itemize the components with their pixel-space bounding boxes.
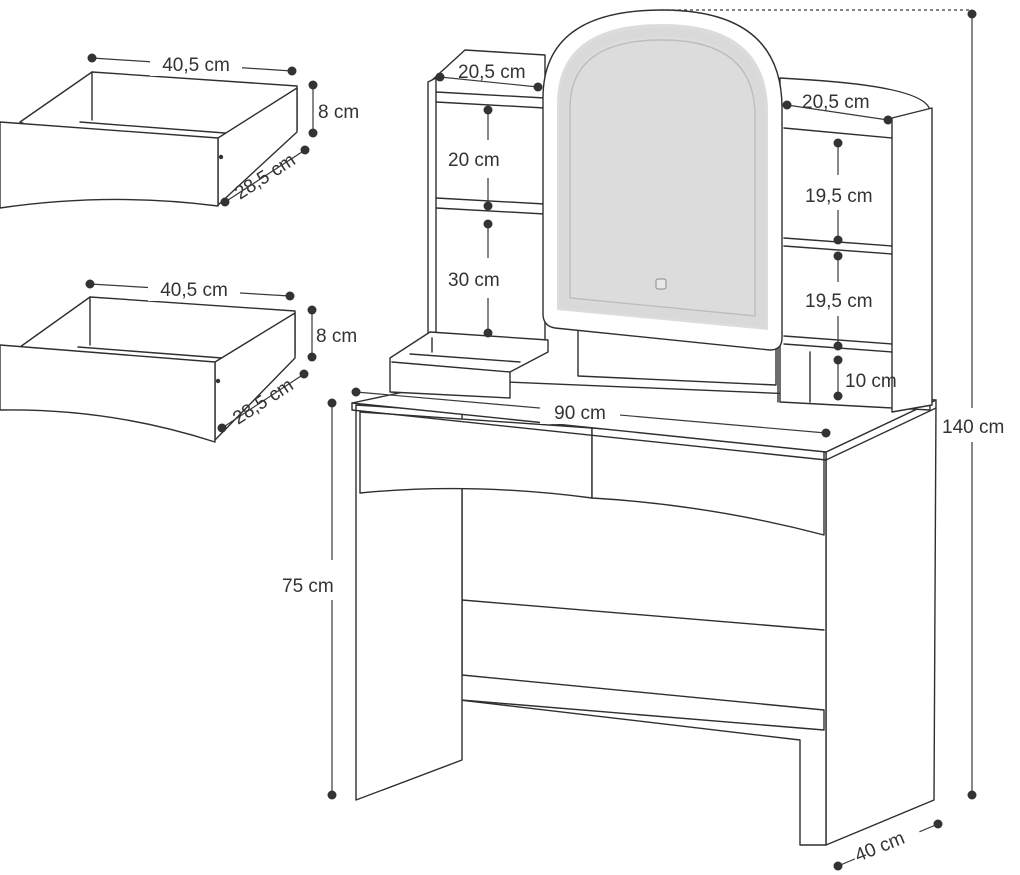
dim-dot bbox=[85, 279, 95, 289]
drawer-bottom-inner-line bbox=[77, 296, 236, 360]
vanity-dimensions: 20,5 cm 20,5 cm 20 cm 30 cm 19,5 cm 19,5… bbox=[282, 9, 1004, 871]
dim-dot bbox=[300, 145, 310, 155]
drawer-top-front bbox=[0, 121, 219, 209]
touch-sensor-icon bbox=[655, 278, 667, 290]
right-shelf-side bbox=[891, 107, 933, 413]
left-shelf-tray-inner bbox=[391, 337, 521, 373]
dim-dot bbox=[833, 251, 843, 261]
dim-dot bbox=[327, 398, 337, 408]
left-shelf-side bbox=[424, 77, 437, 349]
drawer-top-width-label: 40,5 cm bbox=[162, 55, 230, 76]
dim-dot bbox=[483, 201, 493, 211]
dim-dot bbox=[833, 355, 843, 365]
dim-dot bbox=[87, 53, 97, 63]
dim-dot bbox=[967, 790, 977, 800]
dim-dot bbox=[833, 341, 843, 351]
label-bg bbox=[540, 398, 620, 424]
desk-tabletop-front-edge bbox=[351, 402, 937, 461]
left-lower-compartment-label: 30 cm bbox=[448, 270, 500, 291]
drawer-bottom-screw bbox=[215, 378, 221, 384]
left-shelf-boards bbox=[435, 91, 546, 215]
drawer-bottom: 40,5 cm 8 cm 28,5 cm bbox=[0, 275, 357, 443]
dim-dot bbox=[967, 9, 977, 19]
drawer-top-depth-dim-line bbox=[224, 149, 306, 203]
drawer-bottom-width-label: 40,5 cm bbox=[160, 280, 228, 301]
right-upper-compartment-label: 19,5 cm bbox=[805, 186, 873, 207]
dim-dot bbox=[833, 861, 843, 871]
drawer-top-screw bbox=[218, 154, 224, 160]
total-height-label: 140 cm bbox=[942, 417, 1004, 438]
label-bg bbox=[148, 275, 240, 301]
label-bg bbox=[849, 819, 925, 871]
dim-dot bbox=[299, 369, 309, 379]
mirror-led-strip bbox=[559, 27, 766, 327]
dim-dot bbox=[351, 387, 361, 397]
dim-dot bbox=[833, 235, 843, 245]
table-width-label: 90 cm bbox=[554, 403, 606, 424]
dim-dot bbox=[483, 328, 493, 338]
dim-dot bbox=[821, 428, 831, 438]
drawer-bottom-depth-dim-line bbox=[221, 373, 305, 429]
dim-dot bbox=[883, 115, 893, 125]
dim-dot bbox=[833, 391, 843, 401]
dim-dot bbox=[307, 352, 317, 362]
desk-right-side-panel bbox=[825, 399, 937, 846]
desk-drawer-front-right bbox=[591, 427, 825, 536]
drawer-bottom-front bbox=[0, 344, 216, 443]
right-bottom-compartment-label: 10 cm bbox=[845, 371, 897, 392]
table-height-label: 75 cm bbox=[282, 576, 334, 597]
dim-dot bbox=[220, 197, 230, 207]
dim-dot bbox=[307, 305, 317, 315]
dim-dot bbox=[483, 219, 493, 229]
mirror-inner-edge bbox=[569, 39, 756, 317]
dim-dot bbox=[483, 105, 493, 115]
desk-drawer-front-left bbox=[359, 411, 593, 499]
right-shelf-width-dim-line bbox=[786, 104, 889, 121]
dim-dot bbox=[308, 128, 318, 138]
dim-dot bbox=[285, 291, 295, 301]
mirror-glass bbox=[557, 24, 768, 330]
dim-dot bbox=[933, 819, 943, 829]
dim-dot bbox=[308, 80, 318, 90]
dim-dot bbox=[287, 66, 297, 76]
left-shelf-width-dim-line bbox=[439, 76, 539, 88]
left-shelf-width-label: 20,5 cm bbox=[458, 62, 526, 83]
vanity-table bbox=[351, 9, 937, 846]
right-middle-compartment-label: 19,5 cm bbox=[805, 291, 873, 312]
dim-dot bbox=[533, 82, 543, 92]
dim-dot bbox=[327, 790, 337, 800]
dim-dot bbox=[435, 72, 445, 82]
drawer-top: 40,5 cm 8 cm 28,5 cm bbox=[0, 50, 359, 209]
left-shelf-tray bbox=[389, 331, 549, 399]
right-shelf-width-label: 20,5 cm bbox=[802, 92, 870, 113]
left-upper-compartment-label: 20 cm bbox=[448, 150, 500, 171]
dim-dot bbox=[833, 138, 843, 148]
drawer-top-height-label: 8 cm bbox=[318, 102, 359, 123]
dim-dot bbox=[782, 100, 792, 110]
dim-dot bbox=[217, 423, 227, 433]
drawer-top-inner-line bbox=[79, 71, 239, 135]
drawer-bottom-height-label: 8 cm bbox=[316, 326, 357, 347]
label-bg bbox=[150, 50, 242, 76]
